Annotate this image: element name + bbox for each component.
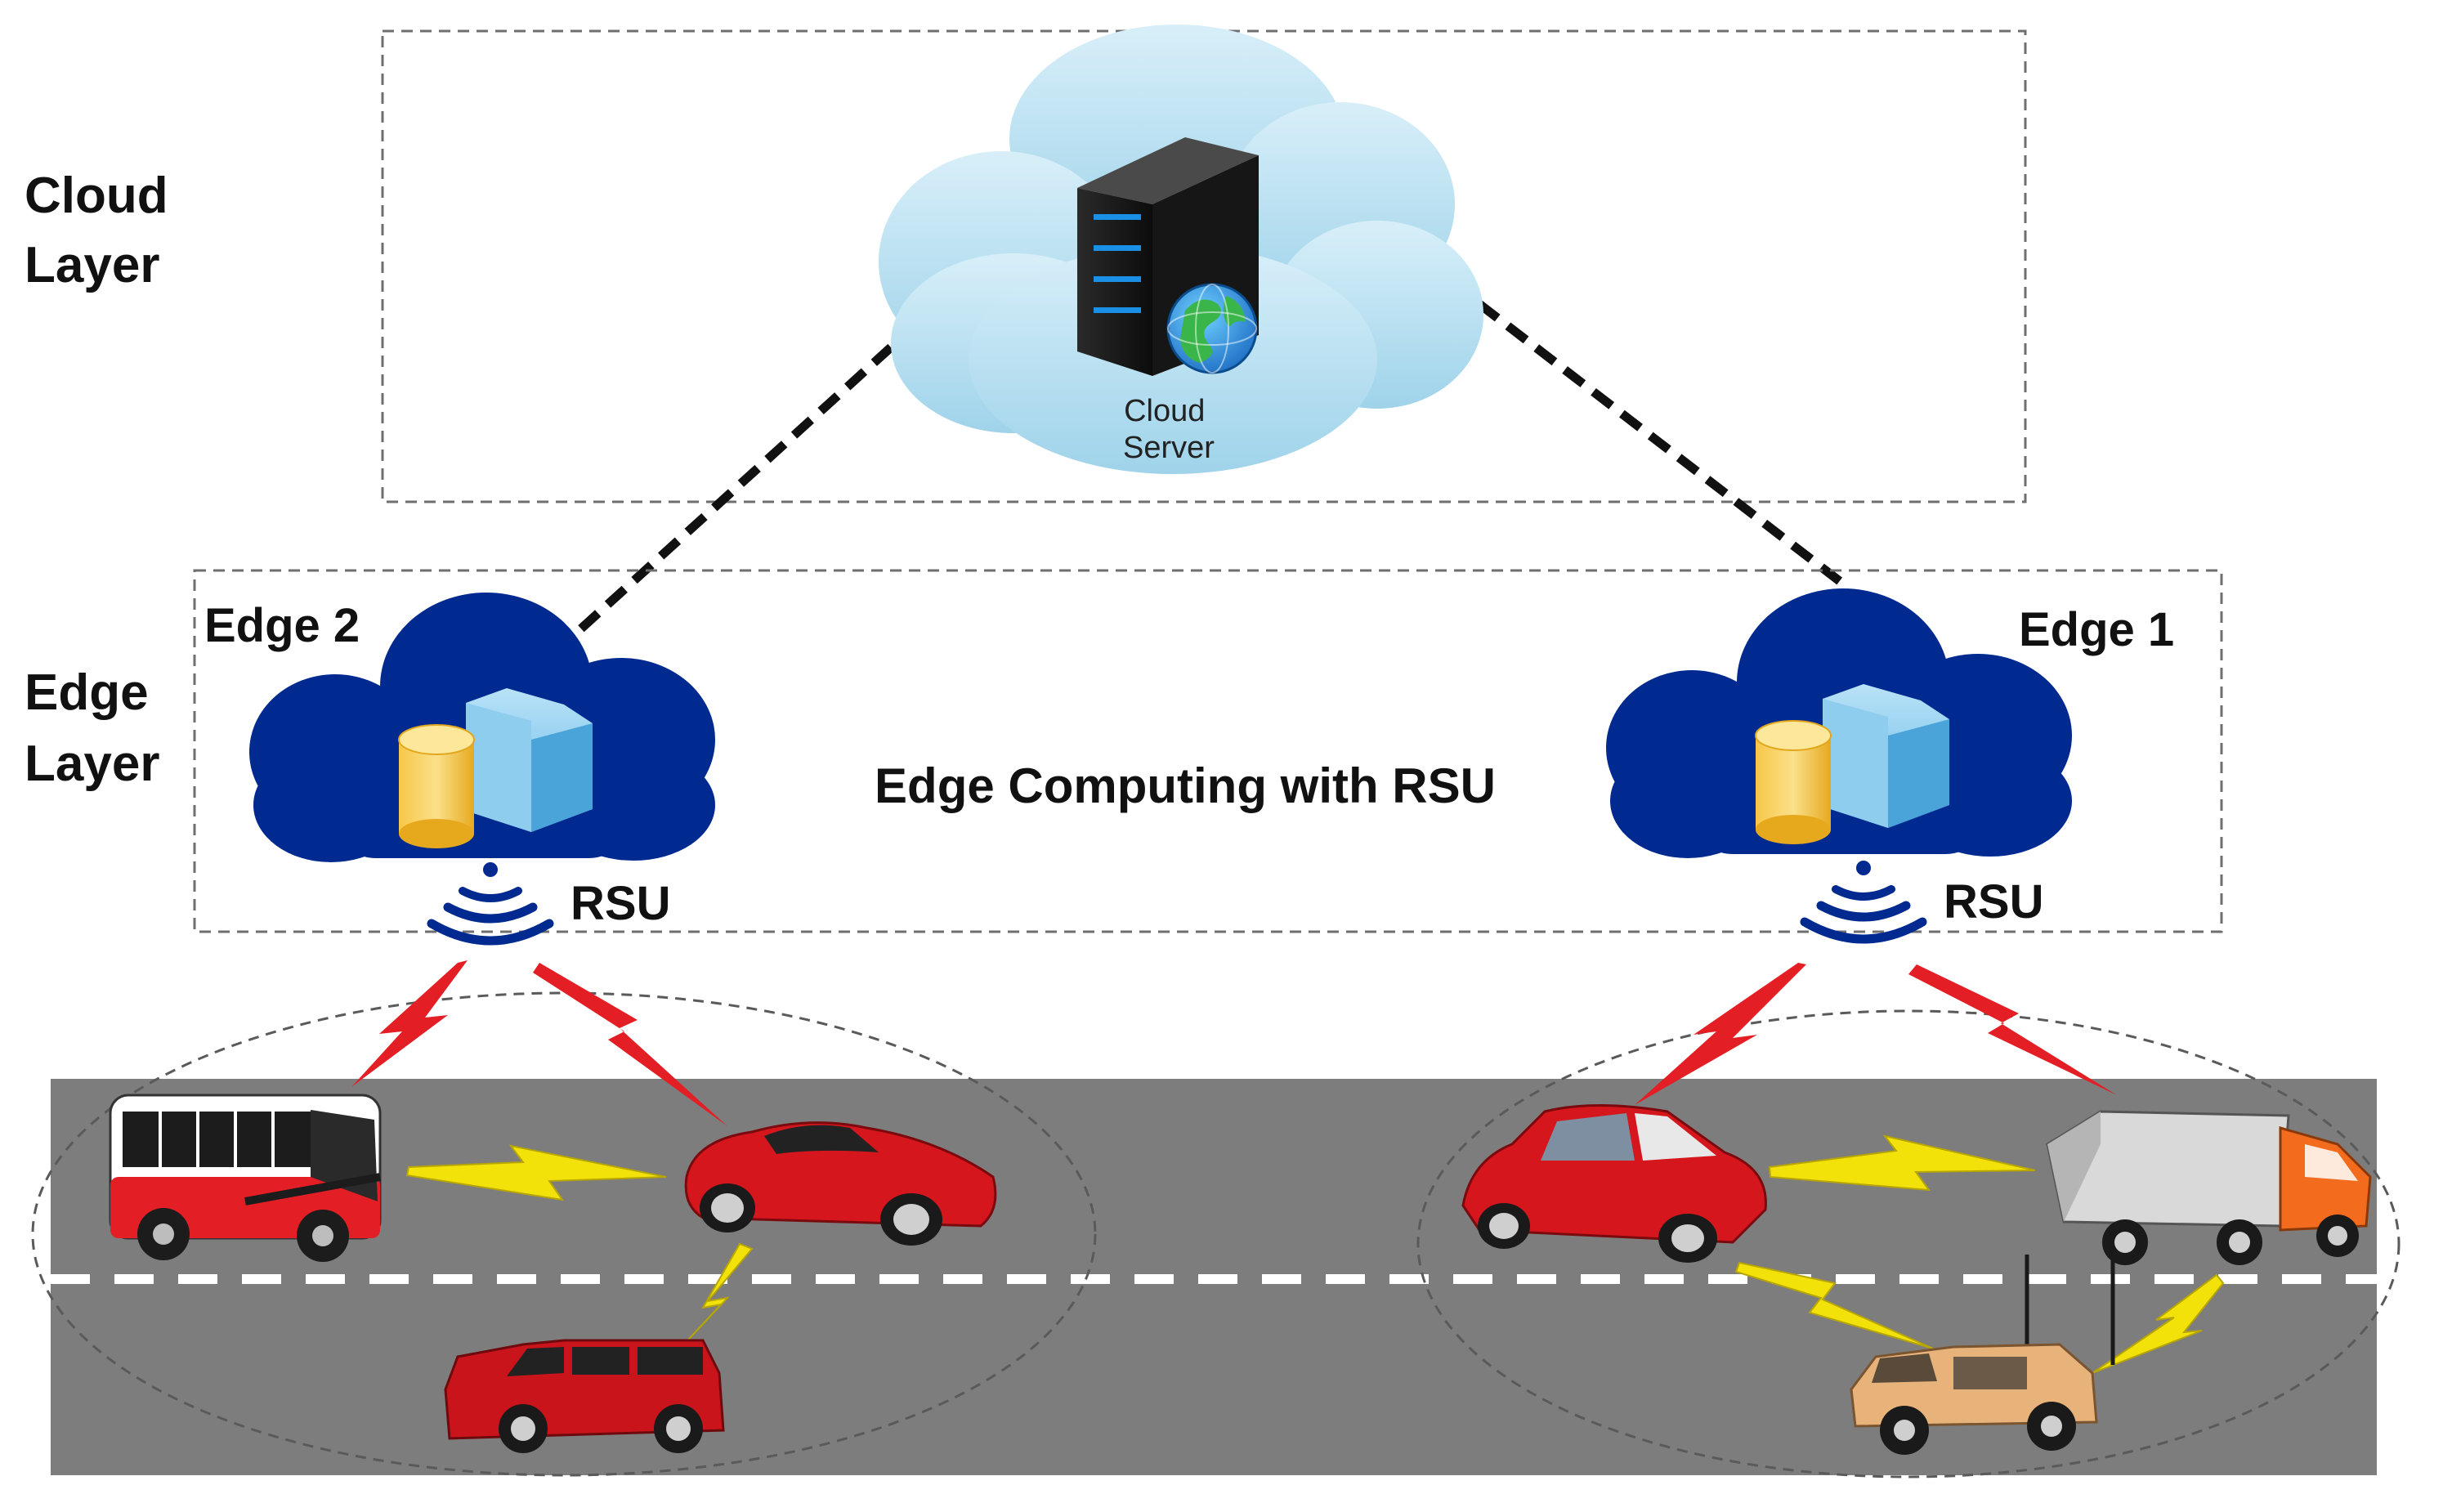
globe-icon (1166, 283, 1258, 374)
folder-box-icon (466, 688, 593, 832)
link-car-truck (1768, 1134, 2036, 1192)
server-rack-icon (1077, 137, 1259, 376)
link-bus-sportscar (405, 1144, 667, 1201)
rsu-label-2: RSU (570, 877, 670, 930)
edge-computing-label: Edge Computing with RSU (875, 758, 1496, 813)
link-rsu1-car (1635, 963, 1806, 1105)
link-car-jeep (1734, 1261, 1934, 1349)
v2v-links (405, 1134, 2225, 1374)
database-icon (1755, 720, 1832, 844)
link-rsu2-bus (351, 960, 468, 1087)
edge-node-2: Edge 2 RSU (204, 593, 715, 946)
link-cloud-edge2 (559, 343, 894, 650)
vehicle-sports-car (684, 1121, 997, 1246)
coverage-area-edge2 (31, 991, 1097, 1477)
link-cloud-edge1 (1476, 300, 1844, 586)
rsu-antenna-icon (427, 862, 554, 946)
vehicle-suv (444, 1339, 725, 1453)
database-icon (398, 724, 475, 848)
rsu-antenna-icon (1800, 861, 1927, 944)
edge-layer-box (193, 569, 2223, 933)
vehicle-military-jeep (1850, 1250, 2115, 1455)
link-rsu1-truck (1908, 964, 2117, 1095)
cloud-shape (879, 25, 1483, 474)
rsu-label-1: RSU (1944, 875, 2043, 928)
link-rsu2-sportscar (533, 963, 727, 1126)
cloud-server: Cloud Server (879, 25, 1483, 474)
rsu-wireless-links (351, 960, 2117, 1126)
edge-2-label: Edge 2 (204, 599, 360, 652)
vehicle-red-car (1461, 1104, 1767, 1263)
cloud-layer-label: Cloud Layer (25, 168, 182, 293)
folder-box-icon (1823, 684, 1949, 828)
vehicle-bus (109, 1094, 382, 1262)
edge-1-label: Edge 1 (2019, 603, 2174, 656)
coverage-area-edge1 (1416, 1009, 2400, 1478)
cloud-layer-box (381, 29, 2027, 503)
vehicle-truck (2046, 1110, 2372, 1265)
cloud-server-label: Cloud Server (1123, 394, 1215, 465)
link-jeep-truck (2092, 1273, 2225, 1374)
link-sportscar-suv (679, 1242, 754, 1349)
edge-layer-label: Edge Layer (25, 664, 163, 792)
edge-node-1: Edge 1 RSU (1606, 588, 2174, 944)
